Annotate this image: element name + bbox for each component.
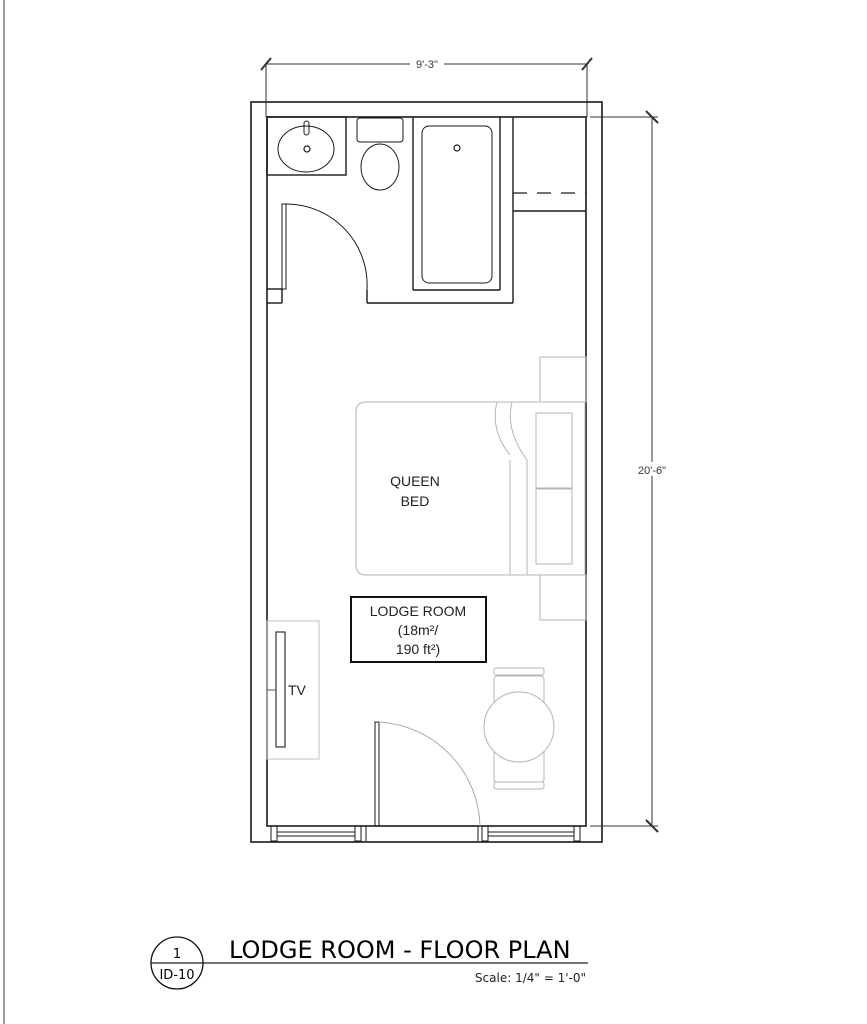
pillow-1: [535, 412, 573, 489]
vanity-counter: [266, 116, 347, 176]
entry-door: [374, 721, 481, 827]
sheet-number: ID-10: [159, 968, 194, 983]
bathroom-door-swing: [285, 203, 368, 291]
faucet-icon: [303, 120, 310, 136]
room-area-line1: (18m²/: [398, 622, 439, 638]
width-dimension-label: 9'-3": [416, 59, 438, 71]
room-area-line2: 190 ft²): [396, 641, 440, 657]
entry-door-swing: [378, 721, 481, 827]
table-with-chairs: [483, 667, 555, 790]
room-label-box: [350, 596, 487, 663]
page-border: [3, 0, 5, 1024]
sink-icon: [277, 125, 335, 173]
bed-label-line2: BED: [401, 493, 430, 509]
nightstand-top: [539, 356, 587, 403]
bathroom-door-leaf: [281, 203, 287, 290]
windows: [270, 825, 581, 842]
queen-bed: [355, 356, 587, 621]
drawing-scale: Scale: 1/4" = 1'-0": [475, 971, 586, 985]
pillow-2: [535, 488, 573, 565]
tv-icon: [275, 631, 286, 748]
tub-drain: [453, 144, 461, 152]
length-dimension-label: 20'-6": [638, 465, 666, 477]
toilet-bowl-icon: [360, 143, 400, 191]
bathroom: [266, 116, 586, 304]
tv-console: [266, 620, 320, 760]
title-block: [150, 936, 588, 990]
drawing-title: LODGE ROOM - FLOOR PLAN: [229, 936, 571, 964]
toilet-tank: [356, 117, 404, 143]
room-name: LODGE ROOM: [370, 603, 466, 619]
round-table-icon: [483, 691, 555, 763]
bathtub-icon: [421, 125, 493, 284]
tv-label: TV: [288, 682, 307, 698]
nightstand-bottom: [539, 574, 587, 621]
detail-number: 1: [173, 947, 181, 962]
bed-label-line1: QUEEN: [390, 473, 440, 489]
exterior-walls: [250, 101, 603, 843]
